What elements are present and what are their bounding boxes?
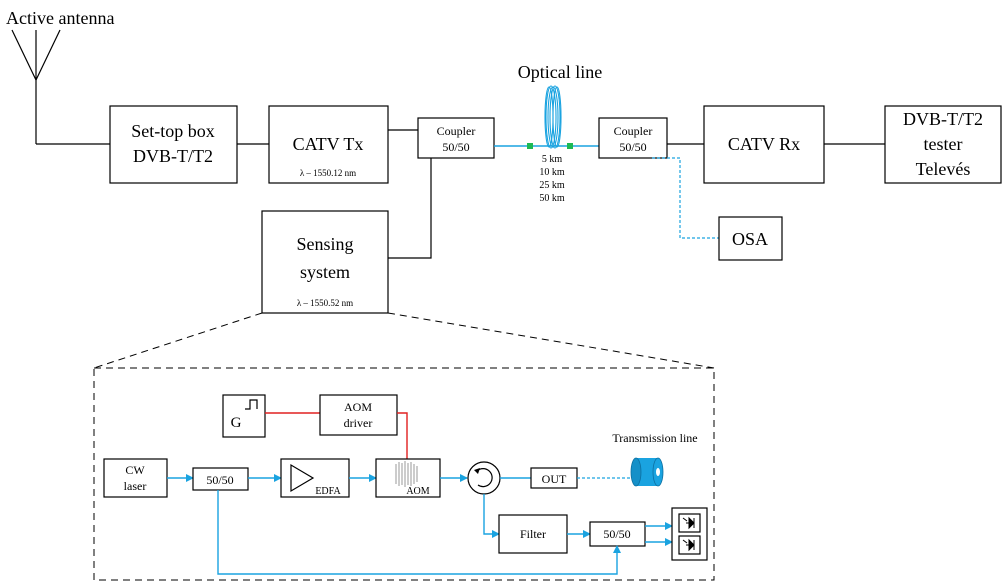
zoom-line-left [93,312,263,369]
antenna-icon [11,29,61,144]
photodiode-2-icon [682,538,695,552]
splitter-1 [192,467,249,491]
reference-arm-fiber [217,490,621,575]
coupler-2-label-1: Coupler [614,124,653,138]
sensing-label-1: Sensing [296,234,353,254]
coupler-2-label-2: 50/50 [619,140,646,154]
settop-label-1: Set-top box [131,121,215,141]
amplifier-icon [290,463,315,493]
acousto-optic-icon [395,461,418,487]
driver-to-aom-rf [397,412,408,459]
photodiode-1-icon [682,516,695,530]
pulse-icon [245,399,258,410]
sensing-lambda: λ – 1550.52 nm [297,298,353,308]
catv-rx-box [703,105,825,184]
connector-left-icon [527,143,533,149]
aom-driver-label-2: driver [344,416,373,430]
sensing-to-coupler-wire [388,158,432,259]
filter-box [498,514,568,554]
fiber-reel-icon [630,457,664,487]
length-50km: 50 km [539,193,565,204]
coupler-1 [417,117,495,159]
antenna-label: Active antenna [6,8,114,28]
filter-label: Filter [520,527,546,541]
transmission-line-label: Transmission line [612,431,697,445]
settop-box [109,105,238,184]
catv-rx-label: CATV Rx [728,134,800,154]
coupler-to-osa-link [652,157,719,239]
generator-box [222,394,266,438]
aom-driver-box [319,394,398,436]
coupler-2 [598,117,668,159]
coupler-1-label-1: Coupler [437,124,476,138]
osa-label: OSA [732,229,768,249]
fiber-spool-icon [544,85,562,149]
circulator-icon [467,461,501,495]
tester-box [884,105,1002,184]
circulator-to-filter-fiber [483,494,500,538]
edfa-label: EDFA [315,486,341,497]
sensing-label-2: system [300,262,350,282]
aom-driver-label-1: AOM [344,400,372,414]
circulator-arrow-icon [476,468,493,488]
sensing-detail-frame [93,367,715,581]
connector-right-icon [567,143,573,149]
tester-label-2: tester [924,134,963,154]
zoom-line-right [387,312,715,369]
osa-box [718,216,783,261]
catv-tx-box [268,105,389,184]
optical-line-label: Optical line [518,62,602,82]
generator-label: G [231,415,242,431]
coupler-1-label-2: 50/50 [442,140,469,154]
length-25km: 25 km [539,180,565,191]
cw-laser-label-1: CW [125,463,145,477]
catv-tx-label: CATV Tx [293,134,364,154]
splitter-2-label: 50/50 [603,527,630,541]
splitter-1-label: 50/50 [206,473,233,487]
tester-label-1: DVB-T/T2 [903,109,983,129]
catv-tx-lambda: λ – 1550.12 nm [300,168,356,178]
length-10km: 10 km [539,167,565,178]
tester-label-3: Televés [916,159,971,179]
cw-laser-label-2: laser [124,479,147,493]
sensing-system-box [261,210,389,314]
aom-label: AOM [406,486,429,497]
out-label: OUT [542,472,567,486]
length-5km: 5 km [542,154,563,165]
settop-label-2: DVB-T/T2 [133,146,213,166]
